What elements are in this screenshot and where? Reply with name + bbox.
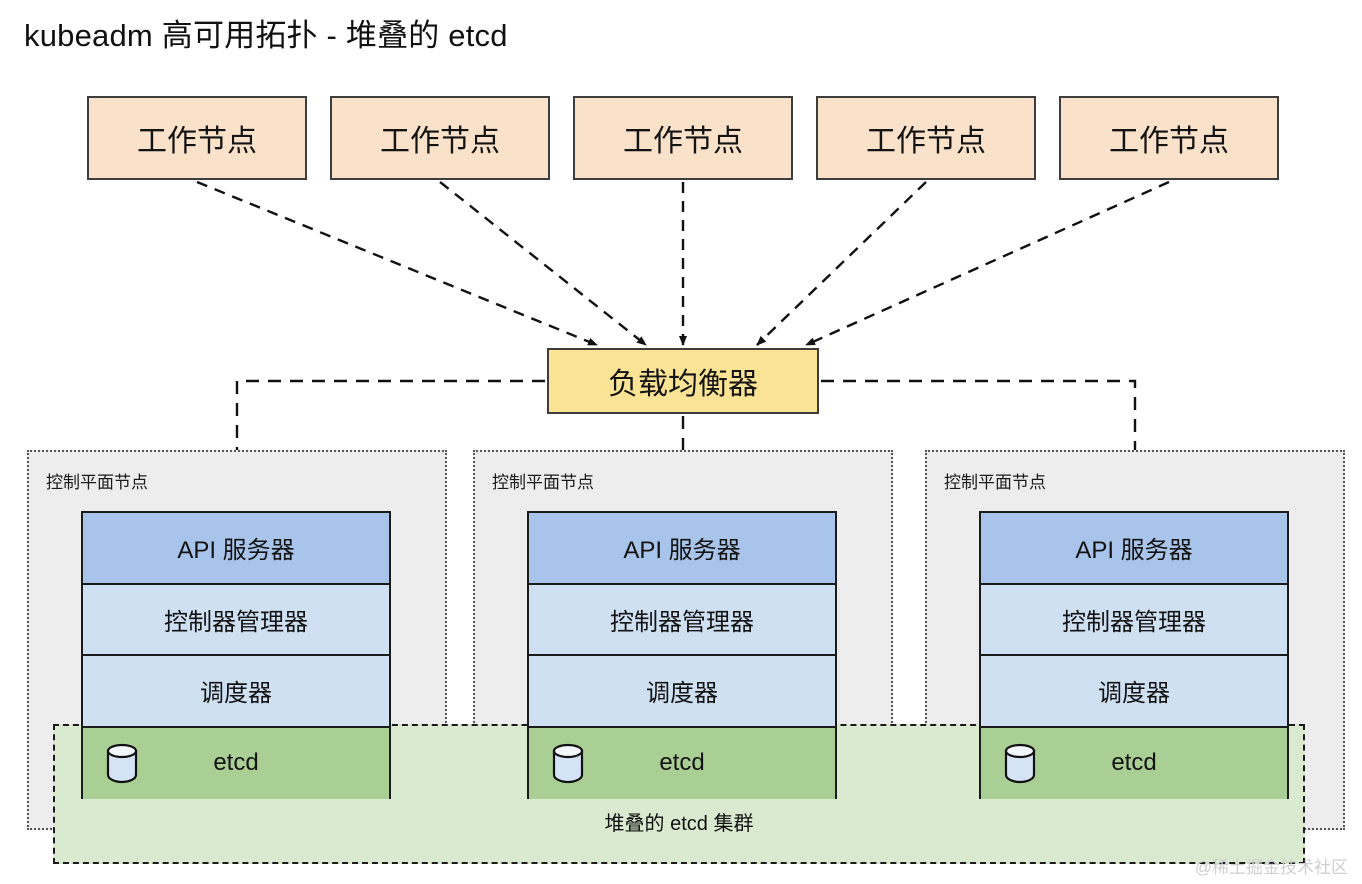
load-balancer-label: 负载均衡器 — [608, 368, 758, 401]
worker1-to-lb-arrow — [196, 180, 598, 347]
database-icon — [1004, 744, 1036, 784]
scheduler-label: 调度器 — [1098, 680, 1170, 708]
etcd-label: etcd — [659, 749, 705, 777]
apiserver-label: API 服务器 — [1075, 537, 1193, 565]
scheduler-label: 调度器 — [646, 680, 718, 708]
etcd-box[interactable]: etcd — [529, 727, 835, 799]
controller-manager-box[interactable]: 控制器管理器 — [529, 584, 835, 656]
load-balancer-box[interactable]: 负载均衡器 — [547, 348, 819, 414]
database-icon — [106, 744, 138, 784]
worker2-to-lb-arrow — [439, 181, 647, 346]
worker-node-1[interactable]: 工作节点 — [87, 96, 307, 180]
worker4-to-lb-arrow — [756, 181, 927, 346]
worker-node-label: 工作节点 — [623, 125, 743, 158]
worker-node-4[interactable]: 工作节点 — [816, 96, 1036, 180]
apiserver-box[interactable]: API 服务器 — [981, 513, 1287, 585]
worker-node-label: 工作节点 — [866, 125, 986, 158]
apiserver-box[interactable]: API 服务器 — [529, 513, 835, 585]
stacked-etcd-cluster-label: 堆叠的 etcd 集群 — [604, 813, 754, 835]
control-plane-stack-2: API 服务器 控制器管理器 调度器 etcd — [527, 511, 837, 799]
controller-manager-box[interactable]: 控制器管理器 — [981, 584, 1287, 656]
etcd-box[interactable]: etcd — [981, 727, 1287, 799]
etcd-label: etcd — [213, 749, 259, 777]
controller-manager-label: 控制器管理器 — [1062, 608, 1206, 636]
control-plane-node-label: 控制平面节点 — [944, 473, 1046, 492]
worker-node-label: 工作节点 — [1109, 125, 1229, 158]
database-icon — [552, 744, 584, 784]
controller-manager-box[interactable]: 控制器管理器 — [83, 584, 389, 656]
worker5-to-lb-arrow — [805, 180, 1170, 347]
watermark: @稀土掘金技术社区 — [1194, 858, 1348, 877]
apiserver-box[interactable]: API 服务器 — [83, 513, 389, 585]
control-plane-stack-1: API 服务器 控制器管理器 调度器 etcd — [81, 511, 391, 799]
scheduler-box[interactable]: 调度器 — [529, 656, 835, 728]
controller-manager-label: 控制器管理器 — [610, 608, 754, 636]
worker-node-2[interactable]: 工作节点 — [330, 96, 550, 180]
page-title: kubeadm 高可用拓扑 - 堆叠的 etcd — [24, 18, 508, 53]
control-plane-node-label: 控制平面节点 — [46, 473, 148, 492]
apiserver-label: API 服务器 — [177, 537, 295, 565]
scheduler-box[interactable]: 调度器 — [981, 656, 1287, 728]
worker-node-3[interactable]: 工作节点 — [573, 96, 793, 180]
apiserver-label: API 服务器 — [623, 537, 741, 565]
control-plane-stack-3: API 服务器 控制器管理器 调度器 etcd — [979, 511, 1289, 799]
worker-node-label: 工作节点 — [137, 125, 257, 158]
scheduler-label: 调度器 — [200, 680, 272, 708]
scheduler-box[interactable]: 调度器 — [83, 656, 389, 728]
worker-node-5[interactable]: 工作节点 — [1059, 96, 1279, 180]
etcd-label: etcd — [1111, 749, 1157, 777]
control-plane-node-label: 控制平面节点 — [492, 473, 594, 492]
worker-node-label: 工作节点 — [380, 125, 500, 158]
controller-manager-label: 控制器管理器 — [164, 608, 308, 636]
etcd-box[interactable]: etcd — [83, 727, 389, 799]
